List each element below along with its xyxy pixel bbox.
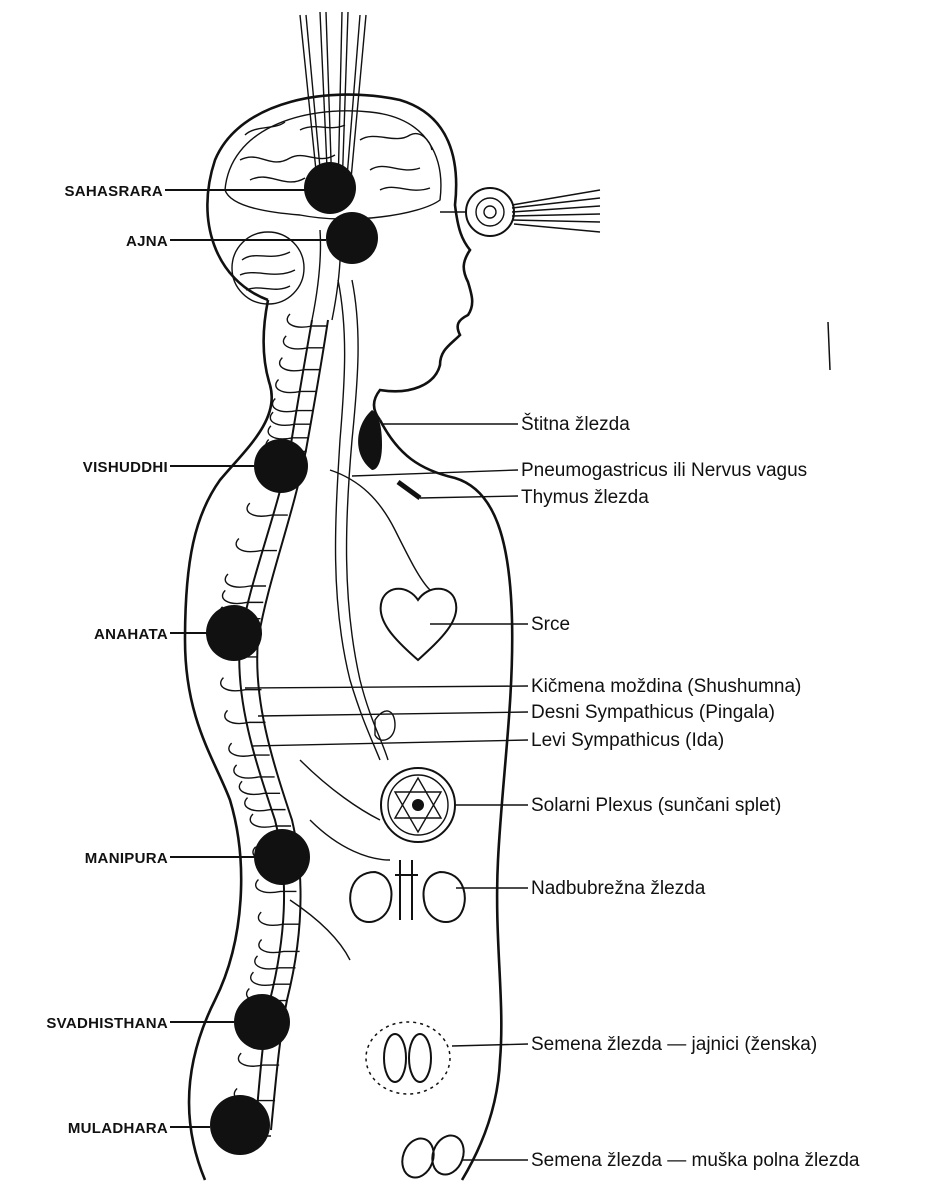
muladhara-dot [210, 1095, 270, 1155]
label-ovaries: Semena žlezda — jajnici (ženska) [531, 1034, 817, 1055]
vertebra [283, 336, 324, 349]
label-testes: Semena žlezda — muška polna žlezda [531, 1150, 860, 1171]
vertebra [251, 972, 292, 985]
label-manipura: MANIPURA [85, 850, 168, 867]
thyroid-gland-shape [358, 410, 382, 470]
vertebra [225, 574, 266, 587]
vertebra [234, 765, 275, 778]
vertebra [238, 1053, 279, 1066]
label-ajna: AJNA [126, 233, 168, 250]
vertebra [236, 539, 277, 552]
label-heart: Srce [531, 614, 570, 635]
chakra-dots [206, 162, 378, 1155]
vertebra [270, 412, 311, 425]
svadhisthana-dot [234, 994, 290, 1050]
vertebra [223, 590, 264, 603]
label-solar-plexus: Solarni Plexus (sunčani splet) [531, 795, 781, 816]
vertebra [276, 379, 317, 392]
testes [397, 1131, 469, 1182]
label-spinal-cord: Kičmena moždina (Shushumna) [531, 676, 801, 697]
label-muladhara: MULADHARA [68, 1120, 168, 1137]
organ-leader-lines [245, 424, 528, 1160]
label-vagus: Pneumogastricus ili Nervus vagus [521, 460, 807, 481]
label-sahasrara: SAHASRARA [64, 183, 163, 200]
vertebra [247, 503, 288, 516]
vertebra [245, 798, 286, 811]
label-right-sympathicus: Desni Sympathicus (Pingala) [531, 702, 775, 723]
vertebra [255, 956, 296, 969]
vertebra [258, 912, 299, 925]
adrenal-kidneys [350, 860, 465, 922]
label-thymus: Thymus žlezda [521, 487, 649, 508]
vertebra [268, 426, 309, 439]
anahata-dot [206, 605, 262, 661]
vishuddhi-dot [254, 439, 308, 493]
label-thyroid: Štitna žlezda [521, 413, 630, 435]
solar-plexus-symbol [381, 768, 455, 842]
eye [440, 188, 600, 236]
vertebra [287, 314, 328, 327]
vertebra [273, 399, 314, 412]
thymus-gland-shape [398, 482, 420, 498]
vertebra [239, 781, 280, 794]
ajna-dot [326, 212, 378, 264]
label-vishuddhi: VISHUDDHI [83, 459, 168, 476]
label-adrenal: Nadbubrežna žlezda [531, 878, 706, 899]
sahasrara-dot [304, 162, 356, 214]
ovaries [366, 1022, 450, 1094]
vertebra [280, 358, 321, 371]
vertebra [250, 814, 291, 827]
label-svadhisthana: SVADHISTHANA [46, 1015, 168, 1032]
brain [225, 111, 441, 320]
stray-mark [828, 322, 830, 370]
label-left-sympathicus: Levi Sympathicus (Ida) [531, 730, 724, 751]
nerves [290, 280, 430, 960]
manipura-dot [254, 829, 310, 885]
label-anahata: ANAHATA [94, 626, 168, 643]
